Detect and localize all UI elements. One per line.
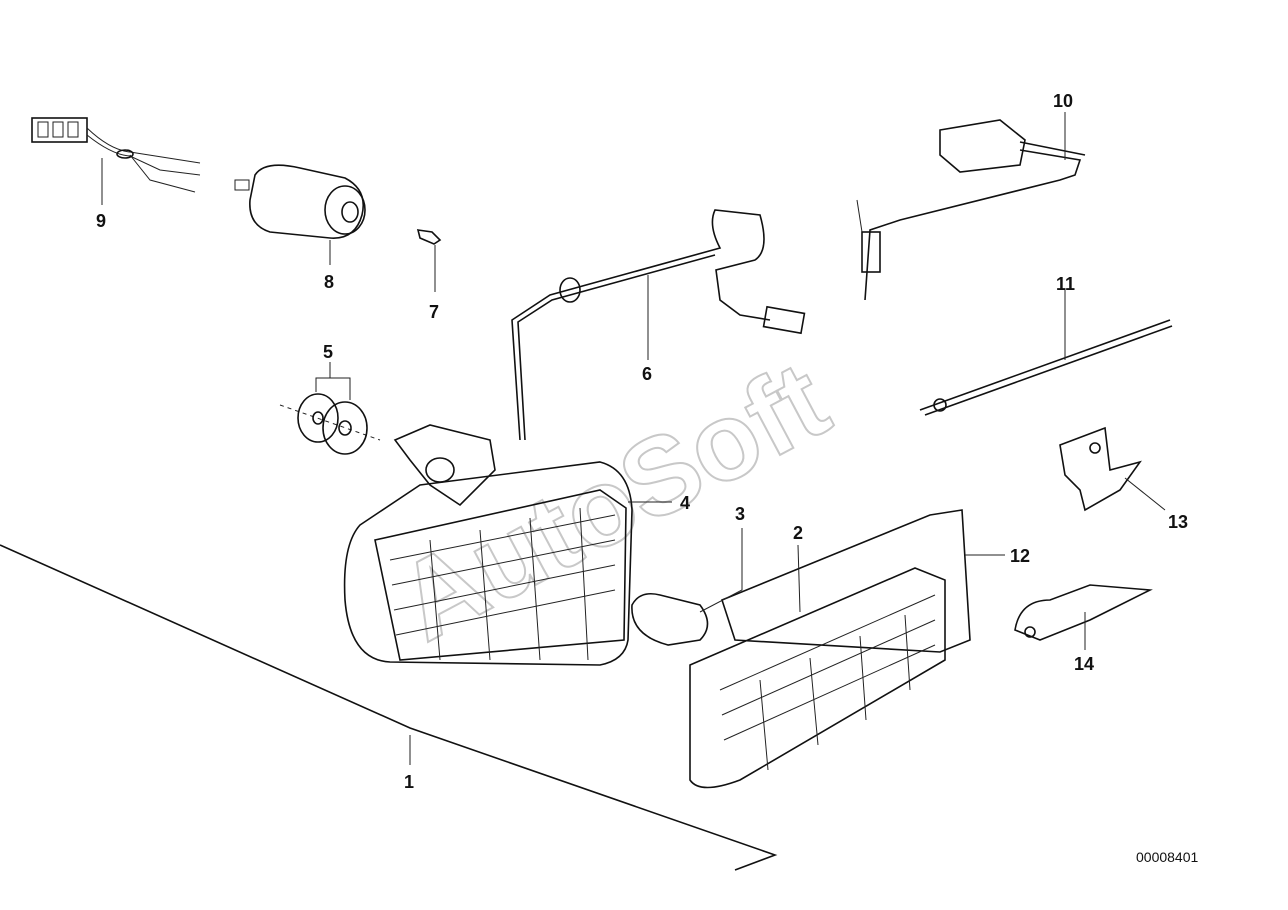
part-9-connector-harness-icon (31, 117, 201, 205)
part-12-gasket-icon (721, 509, 1005, 653)
base-outline (0, 544, 778, 871)
callout-1: 1 (404, 772, 414, 792)
callout-13: 13 (1168, 512, 1188, 532)
callout-8: 8 (324, 272, 334, 292)
callout-10: 10 (1053, 91, 1073, 111)
part-11-wire-icon (919, 290, 1173, 416)
callout-14: 14 (1074, 654, 1094, 674)
lamp-lens-grid (389, 507, 616, 661)
diagram-id: 00008401 (1136, 849, 1199, 865)
callout-6: 6 (642, 364, 652, 384)
part-3-bulb-icon (631, 528, 743, 646)
part-6-wire-harness-icon (511, 209, 806, 441)
watermark: AutoSoft (378, 337, 848, 666)
callout-3: 3 (735, 504, 745, 524)
part-14-clamp-icon (1014, 584, 1153, 650)
callout-4: 4 (680, 493, 690, 513)
watermark-text: AutoSoft (379, 338, 847, 665)
callout-7: 7 (429, 302, 439, 322)
part-10-connector-cable-icon (856, 112, 1086, 301)
callout-5: 5 (323, 342, 333, 362)
callout-11: 11 (1056, 274, 1075, 294)
callout-12: 12 (1010, 546, 1030, 566)
part-4-fog-lamp-housing-icon (343, 424, 672, 666)
part-2-lamp-lens-icon (689, 544, 946, 789)
part-5-washers-icon (279, 362, 381, 455)
part-13-bracket-icon (1059, 426, 1166, 512)
callout-9: 9 (96, 211, 106, 231)
part-7-bulb-icon (416, 229, 442, 292)
callout-2: 2 (793, 523, 803, 543)
part-8-switch-icon (234, 164, 366, 265)
